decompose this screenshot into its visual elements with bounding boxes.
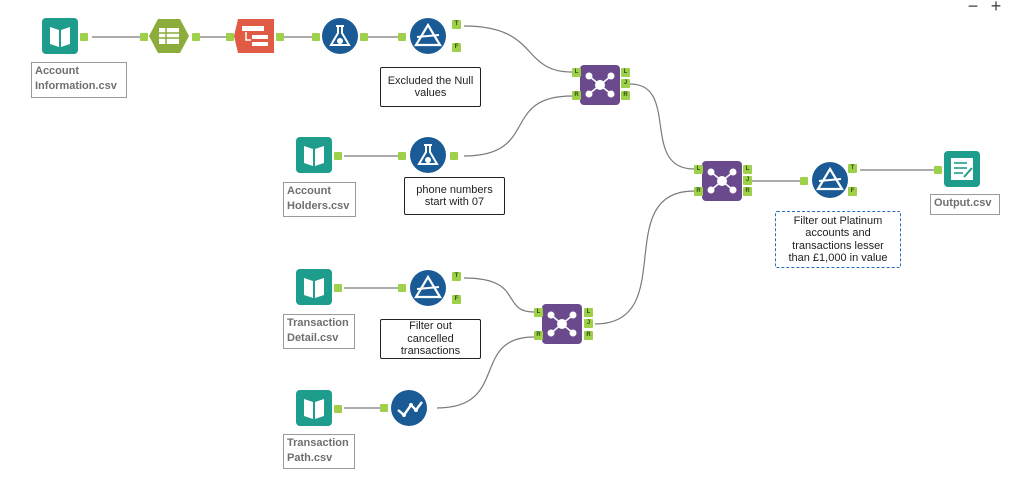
comment-box[interactable]: Filter out cancelled transactions: [380, 319, 481, 359]
comment-box[interactable]: phone numbers start with 07: [404, 177, 505, 215]
false-anchor[interactable]: F: [452, 43, 461, 52]
right-output-anchor[interactable]: R: [621, 91, 630, 100]
zoom-out-button[interactable]: −: [967, 0, 979, 16]
left-output-anchor[interactable]: L: [584, 308, 593, 317]
join-output-anchor[interactable]: J: [621, 79, 630, 88]
output-data-label: Output.csv: [930, 194, 1000, 215]
join-tool[interactable]: [694, 160, 754, 202]
connector: [463, 25, 573, 73]
input-data-label: Account Information.csv: [31, 62, 127, 98]
input-data-tool[interactable]: [294, 390, 348, 428]
true-anchor[interactable]: T: [452, 272, 461, 281]
input-data-label: Account Holders.csv: [283, 182, 356, 217]
false-anchor[interactable]: F: [452, 295, 461, 304]
left-output-anchor[interactable]: L: [621, 68, 630, 77]
input-data-label: Transaction Path.csv: [283, 434, 355, 469]
right-input-anchor[interactable]: R: [534, 331, 543, 340]
right-input-anchor[interactable]: R: [572, 91, 581, 100]
left-input-anchor[interactable]: L: [534, 308, 543, 317]
filter-tool[interactable]: [398, 16, 466, 58]
join-output-anchor[interactable]: J: [584, 319, 593, 328]
input-data-tool[interactable]: [294, 137, 348, 175]
input-data-label: Transaction Detail.csv: [283, 314, 355, 349]
comment-box[interactable]: Filter out Platinum accounts and transac…: [775, 211, 901, 268]
connector: [629, 83, 695, 170]
filter-tool[interactable]: [798, 160, 868, 202]
join-tool[interactable]: [572, 64, 632, 106]
zoom-in-button[interactable]: +: [990, 0, 1002, 16]
auto-field-tool[interactable]: [140, 18, 204, 56]
false-anchor[interactable]: F: [848, 187, 857, 196]
filter-tool[interactable]: [398, 268, 466, 310]
output-data-tool[interactable]: [934, 150, 986, 190]
data-cleansing-tool[interactable]: [376, 390, 436, 428]
true-anchor[interactable]: T: [848, 164, 857, 173]
right-input-anchor[interactable]: R: [694, 187, 703, 196]
select-tool[interactable]: [226, 18, 288, 56]
join-output-anchor[interactable]: J: [743, 176, 752, 185]
connector: [594, 190, 695, 325]
formula-tool[interactable]: [398, 137, 468, 175]
join-tool[interactable]: [534, 303, 594, 345]
right-output-anchor[interactable]: R: [743, 187, 752, 196]
left-output-anchor[interactable]: L: [743, 165, 752, 174]
connector: [436, 336, 535, 409]
input-data-tool[interactable]: [294, 269, 348, 307]
input-data-tool[interactable]: [40, 18, 94, 56]
left-input-anchor[interactable]: L: [572, 68, 581, 77]
connector: [463, 95, 573, 157]
comment-box[interactable]: Excluded the Null values: [380, 67, 481, 107]
left-input-anchor[interactable]: L: [694, 165, 703, 174]
true-anchor[interactable]: T: [452, 20, 461, 29]
right-output-anchor[interactable]: R: [584, 331, 593, 340]
formula-tool[interactable]: [312, 18, 370, 56]
connector: [463, 277, 535, 313]
